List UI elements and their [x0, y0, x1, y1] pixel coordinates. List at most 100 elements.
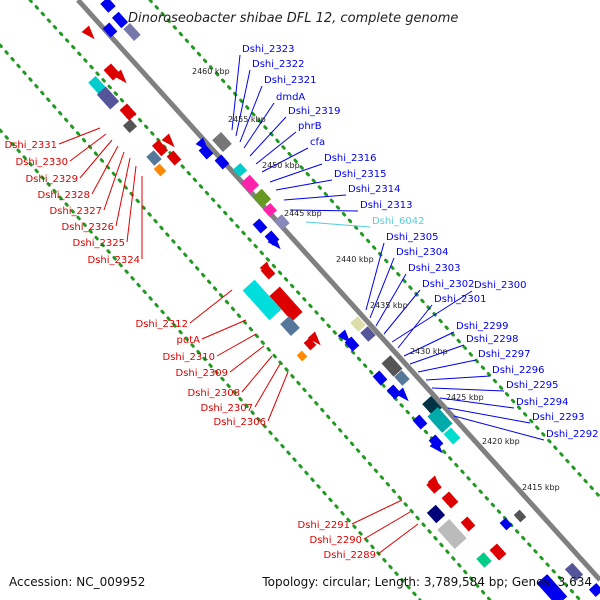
gene-feature	[280, 316, 300, 336]
kbp-tick-label: 2445 kbp	[284, 209, 322, 218]
gene-feature	[303, 337, 317, 351]
topology-text: Topology: circular; Length: 3,789,584 bp…	[261, 575, 592, 589]
gene-feature	[151, 139, 169, 157]
gene-label: Dshi_2309	[176, 368, 228, 379]
gene-label: Dshi_2297	[478, 349, 530, 360]
gene-label: Dshi_2304	[396, 247, 448, 258]
gene-feature	[372, 370, 388, 386]
gene-label: Dshi_2310	[163, 352, 215, 363]
gene-label: dmdA	[276, 92, 305, 103]
label-leader-line	[267, 371, 289, 422]
gene-label: Dshi_2298	[466, 334, 518, 345]
label-leader-line	[241, 355, 273, 393]
label-leader-line	[409, 344, 465, 365]
gene-feature	[240, 174, 260, 194]
gene-label: Dshi_2296	[492, 365, 544, 376]
gene-feature	[123, 23, 141, 41]
label-leader-line	[231, 54, 241, 131]
gene-label: Dshi_2315	[334, 169, 386, 180]
gene-label: Dshi_2290	[310, 535, 362, 546]
label-leader-line	[403, 331, 455, 357]
tick-dot-track	[28, 0, 582, 600]
gene-arrow	[337, 329, 351, 344]
gene-label: cfa	[310, 137, 325, 148]
kbp-tick-label: 2460 kbp	[192, 67, 230, 76]
label-leader-line	[243, 102, 275, 149]
label-leader-line	[369, 257, 395, 319]
tick-dot-track	[0, 43, 492, 600]
gene-feature	[460, 516, 476, 532]
gene-arrow	[161, 133, 175, 148]
gene-label: Dshi_2327	[50, 206, 102, 217]
kbp-tick-label: 2425 kbp	[446, 393, 484, 402]
kbp-tick-label: 2450 kbp	[262, 161, 300, 170]
gene-label: Dshi_2329	[26, 174, 78, 185]
gene-arrow	[395, 387, 409, 402]
gene-arrow	[195, 137, 209, 152]
gene-label: putA	[177, 335, 201, 346]
gene-feature	[426, 504, 446, 524]
gene-label: phrB	[298, 121, 322, 132]
gene-label: Dshi_2313	[360, 200, 412, 211]
gene-label: Dshi_2292	[546, 429, 598, 440]
gene-label: Dshi_2319	[288, 106, 340, 117]
gene-feature	[489, 543, 507, 561]
gene-label: Dshi_2331	[5, 140, 57, 151]
gene-feature	[499, 517, 513, 531]
label-leader-line	[261, 147, 309, 173]
label-leader-line	[255, 131, 297, 165]
gene-label: Dshi_2328	[38, 190, 90, 201]
gene-label: Dshi_6042	[372, 216, 424, 227]
label-leader-line	[351, 499, 403, 525]
gene-feature	[100, 0, 116, 13]
gene-feature	[262, 202, 278, 218]
gene-feature	[212, 132, 232, 152]
gene-label: Dshi_2326	[62, 222, 114, 233]
gene-label: Dshi_2299	[456, 321, 508, 332]
gene-label: Dshi_2324	[88, 255, 140, 266]
gene-label: Dshi_2314	[348, 184, 400, 195]
gene-features	[81, 0, 600, 600]
gene-feature	[214, 154, 230, 170]
gene-feature	[536, 574, 568, 600]
gene-arrow	[259, 261, 273, 276]
gene-label: Dshi_2289	[324, 550, 376, 561]
label-leader-line	[425, 375, 491, 381]
gene-feature	[146, 150, 162, 166]
gene-label: Dshi_2325	[73, 238, 125, 249]
gene-feature	[122, 118, 138, 134]
label-leader-line	[91, 145, 119, 195]
gene-feature	[513, 509, 527, 523]
label-leader-line	[365, 242, 385, 311]
gene-label: Dshi_2302	[422, 279, 474, 290]
gene-arrow	[427, 475, 441, 490]
kbp-tick-label: 2430 kbp	[410, 347, 448, 356]
gene-feature	[102, 22, 118, 38]
gene-label: Dshi_2321	[264, 75, 316, 86]
label-leader-line	[383, 289, 421, 335]
label-leader-line	[79, 139, 113, 179]
label-leader-line	[189, 289, 233, 324]
tick-dot-track	[0, 128, 422, 600]
label-leader-line	[103, 151, 125, 211]
gene-feature	[360, 326, 376, 342]
label-leader-line	[275, 179, 333, 191]
label-leader-line	[69, 133, 107, 162]
gene-arrow	[113, 69, 127, 84]
label-leader-line	[283, 194, 347, 201]
gene-arrow	[267, 235, 281, 250]
label-leader-line	[363, 511, 411, 540]
tick-dot-track	[148, 0, 600, 499]
gene-feature	[441, 491, 459, 509]
gene-feature	[386, 384, 402, 400]
label-leader-line	[126, 165, 137, 243]
gene-label: Dshi_2294	[516, 397, 568, 408]
gene-label: Dshi_2323	[242, 44, 294, 55]
kbp-tick-label: 2440 kbp	[336, 255, 374, 264]
kbp-tick-label: 2415 kbp	[522, 483, 560, 492]
label-leader-line	[417, 359, 477, 373]
accession-text: Accession: NC_009952	[9, 575, 145, 589]
gene-label: Dshi_2307	[201, 403, 253, 414]
